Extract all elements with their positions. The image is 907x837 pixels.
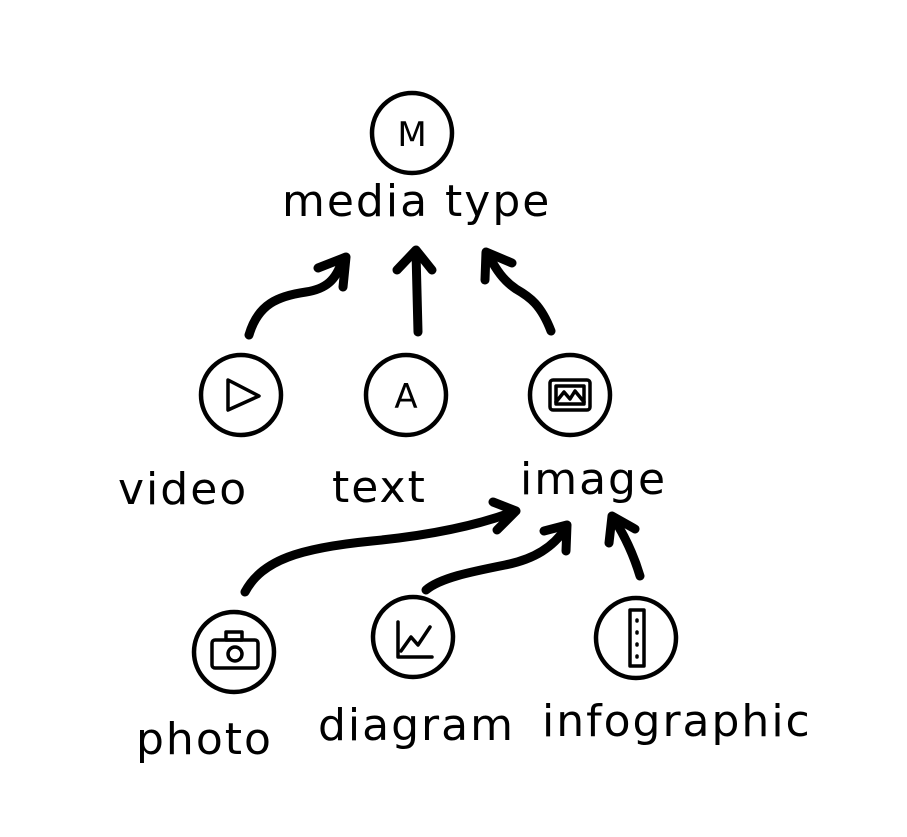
arrow-video-to-media-type [244, 252, 351, 340]
arrow-diagram-to-image [421, 520, 572, 595]
photo-label: photo [136, 714, 273, 765]
arrow-text-to-media-type [392, 245, 437, 337]
text-label: text [332, 462, 427, 513]
text-node: A [363, 352, 449, 438]
diagram-node [370, 594, 456, 680]
arrow-infographic-to-image [604, 511, 645, 581]
arrow-photo-to-image [240, 497, 521, 597]
media-type-label: media type [282, 176, 552, 227]
arrow-image-to-media-type [480, 247, 556, 336]
video-label: video [118, 464, 249, 515]
video-node [198, 352, 284, 438]
line-chart-icon [396, 620, 434, 659]
infographic-label: infographic [542, 696, 812, 747]
picture-icon [548, 378, 592, 412]
infographic-node [593, 595, 679, 681]
camera-icon [210, 630, 260, 670]
photo-node [191, 609, 277, 695]
image-label: image [520, 454, 668, 505]
image-node [527, 352, 613, 438]
media-type-node: M [369, 90, 455, 176]
diagram-label: diagram [318, 700, 515, 751]
infographic-icon [628, 608, 646, 668]
media-type-glyph: M [397, 115, 426, 155]
play-icon [226, 378, 261, 412]
text-glyph: A [394, 377, 417, 417]
